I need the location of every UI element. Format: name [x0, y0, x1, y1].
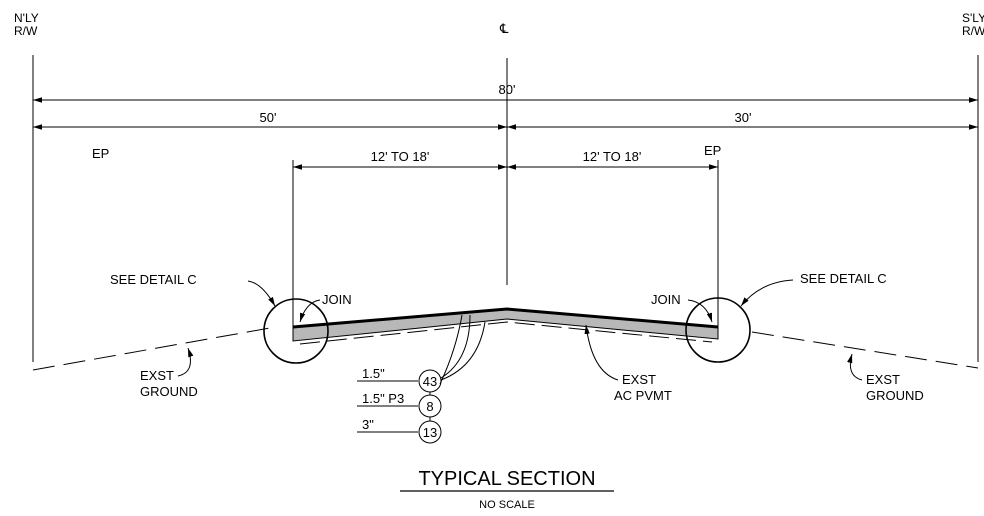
- see-detail-left-leader: [247, 280, 276, 307]
- dim-lane-left-label: 12' TO 18': [371, 149, 430, 164]
- nly-rw-label-2: R/W: [14, 24, 38, 38]
- layer-leader-2: [440, 321, 486, 381]
- pavement-top: [292, 307, 719, 329]
- exst-ground-left-label-2: GROUND: [140, 384, 198, 399]
- exst-ground-right-label-1: EXST: [866, 372, 900, 387]
- layer-3-code: 13: [423, 425, 437, 440]
- section-subtitle: NO SCALE: [479, 499, 535, 511]
- join-right-label: JOIN: [651, 292, 681, 307]
- ep-right-label: EP: [704, 143, 721, 158]
- dim-left-label: 50': [260, 110, 277, 125]
- layer-3-thickness: 3": [362, 417, 374, 432]
- see-detail-right-leader: [740, 279, 794, 307]
- layer-2-code: 8: [426, 399, 433, 414]
- dim-lane-right-label: 12' TO 18': [583, 149, 642, 164]
- exst-ground-right-label-2: GROUND: [866, 388, 924, 403]
- layer-1-thickness: 1.5": [362, 366, 385, 381]
- exst-ac-leader: [584, 324, 619, 381]
- join-left-label: JOIN: [322, 292, 352, 307]
- see-detail-right-label: SEE DETAIL C: [800, 271, 887, 286]
- sly-rw-label-2: R/W: [962, 24, 984, 38]
- exst-ground-left-leader: [177, 347, 194, 377]
- layer-leader-3: [439, 314, 463, 385]
- detail-circle-left: [263, 298, 329, 364]
- exst-ground-right: [751, 331, 979, 369]
- dim-total-label: 80': [499, 82, 516, 97]
- exst-ac-pvmt-line: [299, 321, 713, 345]
- centerline-symbol: ℄: [499, 21, 509, 36]
- exst-ac-label-1: EXST: [622, 372, 656, 387]
- dim-right-label: 30': [735, 110, 752, 125]
- detail-circle-right: [685, 297, 751, 363]
- section-title: TYPICAL SECTION: [418, 468, 595, 490]
- join-right-leader: [687, 299, 713, 323]
- exst-ground-right-leader: [847, 353, 863, 381]
- layer-2-thickness: 1.5" P3: [362, 391, 404, 406]
- nly-rw-label-1: N'LY: [14, 11, 39, 25]
- layer-1-code: 43: [423, 374, 437, 389]
- exst-ac-label-2: AC PVMT: [614, 388, 672, 403]
- exst-ground-left: [32, 327, 271, 371]
- sly-rw-label-1: S'LY: [962, 11, 984, 25]
- join-left-leader: [299, 299, 321, 323]
- ep-left-label: EP: [92, 146, 109, 161]
- exst-ground-left-label-1: EXST: [140, 368, 174, 383]
- layer-leader-1: [440, 314, 471, 379]
- see-detail-left-label: SEE DETAIL C: [110, 272, 197, 287]
